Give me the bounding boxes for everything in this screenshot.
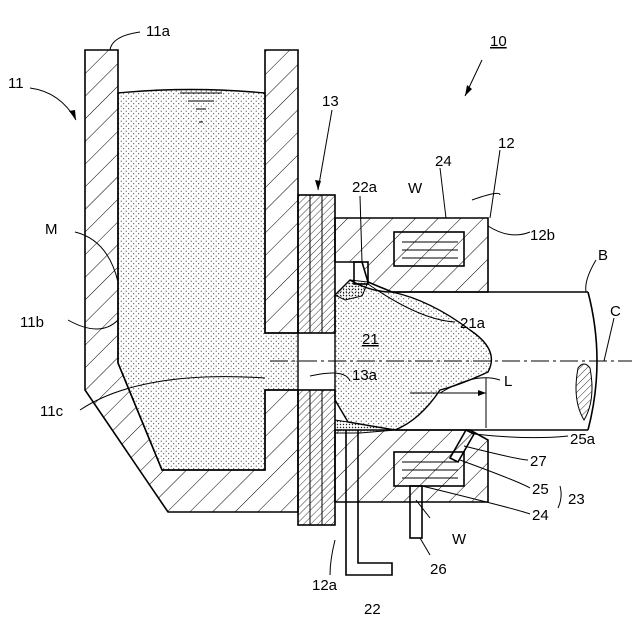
- label-crucible: 11: [8, 75, 24, 92]
- label-solidifying-zone: 21: [362, 331, 379, 348]
- heat-insulator: [298, 195, 335, 525]
- label-mold: 12: [498, 135, 515, 152]
- solid-region: [335, 280, 491, 430]
- label-gap: 27: [530, 453, 547, 470]
- label-crucible-top: 11a: [146, 23, 171, 40]
- label-coolant-upper: W: [408, 180, 423, 197]
- crucible-wall-right: [265, 50, 298, 333]
- label-figure-number: 10: [490, 33, 507, 50]
- label-pipe-tip: 22a: [352, 179, 378, 196]
- label-block-upper: 24: [435, 153, 452, 170]
- label-mold-outer: 12b: [530, 227, 555, 244]
- label-length: L: [504, 373, 512, 390]
- label-solidification-front: 21a: [460, 315, 486, 332]
- label-mold-face: 12a: [312, 577, 338, 594]
- label-heat-insulator: 13: [322, 93, 339, 110]
- label-assembly: 23: [568, 491, 585, 508]
- label-melt: M: [45, 221, 58, 238]
- label-coolant-lower: W: [452, 531, 467, 548]
- label-insulator-hole: 13a: [352, 367, 378, 384]
- label-sensor-tip: 25a: [570, 431, 596, 448]
- label-sensor-body: 25: [532, 481, 549, 498]
- bar-end-cut: [576, 364, 592, 420]
- label-block-lower: 24: [532, 507, 549, 524]
- label-crucible-corner: 11c: [40, 403, 64, 420]
- crucible: [85, 50, 298, 512]
- label-crucible-inner-wall: 11b: [20, 314, 44, 331]
- label-conduit: 26: [430, 561, 447, 578]
- label-pipe: 22: [364, 601, 381, 618]
- label-axis: C: [610, 303, 621, 320]
- label-bar: B: [598, 247, 608, 264]
